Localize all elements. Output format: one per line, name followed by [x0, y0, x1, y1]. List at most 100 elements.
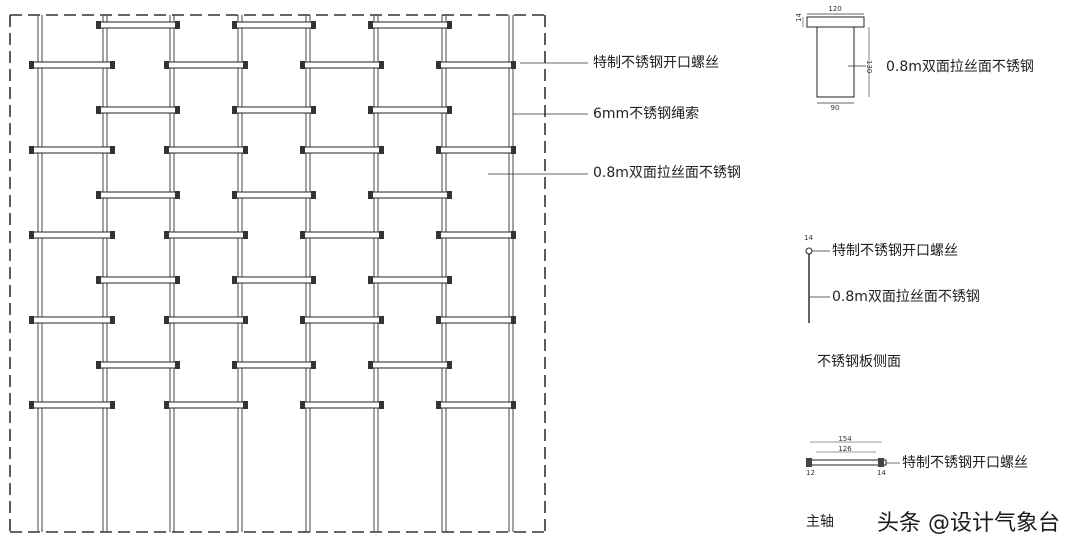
detail-drawings: 120 90 14 130 14 154 126 12 14 — [795, 5, 900, 477]
panel-top-bar — [166, 401, 246, 409]
panel-clamp — [379, 231, 384, 239]
panel-clamp — [243, 316, 248, 324]
top-detail-label: 0.8m双面拉丝面不锈钢 — [886, 59, 1034, 75]
panel-clamp — [164, 61, 169, 69]
top-detail-dim-right: 130 — [865, 60, 873, 73]
panel-clamp — [436, 316, 441, 324]
panel-clamp — [243, 231, 248, 239]
panel-clamp — [164, 316, 169, 324]
panel-clamp — [164, 146, 169, 154]
panel-top-bar — [302, 231, 382, 239]
panel-clamp — [447, 106, 452, 114]
panel-top-bar — [234, 361, 314, 369]
panel-top-bar — [370, 106, 450, 114]
panel-top-bar — [98, 191, 178, 199]
panel-clamp — [232, 191, 237, 199]
panel-clamp — [368, 276, 373, 284]
panel-clamp — [110, 401, 115, 409]
panel-clamp — [368, 191, 373, 199]
panel-clamp — [29, 316, 34, 324]
panel-clamp — [164, 231, 169, 239]
panel-clamp — [311, 276, 316, 284]
panel-clamp — [368, 21, 373, 29]
panel-clamp — [447, 276, 452, 284]
panel-clamp — [232, 106, 237, 114]
panel-clamp — [511, 61, 516, 69]
top-detail-dim-left: 14 — [795, 13, 803, 22]
panel-top-bar — [166, 231, 246, 239]
panel-top-bar — [31, 316, 113, 324]
panel-top-bar — [166, 316, 246, 324]
panel-clamp — [29, 401, 34, 409]
axis-dim-inner: 126 — [838, 445, 852, 453]
panel-clamp — [232, 21, 237, 29]
panel-clamp — [447, 191, 452, 199]
top-detail-dim-top: 120 — [828, 5, 841, 13]
panel-top-bar — [370, 276, 450, 284]
panel-clamp — [300, 146, 305, 154]
axis-caption-partial: 主轴 — [806, 514, 834, 530]
panel-clamp — [110, 231, 115, 239]
panel-top-bar — [234, 276, 314, 284]
panel-clamp — [436, 401, 441, 409]
panel-clamp — [300, 401, 305, 409]
callout-special-screw: 特制不锈钢开口螺丝 — [593, 55, 719, 71]
side-view-dim-top: 14 — [804, 234, 813, 242]
panel-top-bar — [166, 61, 246, 69]
panel-top-bar — [234, 106, 314, 114]
panel-clamp — [368, 106, 373, 114]
panel-clamp — [243, 146, 248, 154]
panel-clamp — [175, 106, 180, 114]
panel-clamp — [447, 361, 452, 369]
panel-clamp — [29, 231, 34, 239]
axis-detail: 154 126 12 14 — [806, 435, 900, 477]
top-detail-dim-bottom: 90 — [831, 104, 840, 112]
top-detail: 120 90 14 130 — [795, 5, 873, 112]
axis-dim-right: 14 — [877, 469, 886, 477]
axis-dim-left: 12 — [806, 469, 815, 477]
panel-top-bar — [302, 146, 382, 154]
panel-clamp — [175, 21, 180, 29]
panel-clamp — [447, 21, 452, 29]
panel-top-bar — [31, 146, 113, 154]
panel-top-bar — [438, 61, 514, 69]
panel-clamp — [96, 361, 101, 369]
panel-clamp — [243, 401, 248, 409]
panel-clamp — [96, 276, 101, 284]
panel-clamp — [29, 146, 34, 154]
panel-top-bar — [438, 401, 514, 409]
panel-clamp — [110, 61, 115, 69]
panel-clamp — [511, 146, 516, 154]
panel-clamp — [232, 361, 237, 369]
panel-top-bar — [98, 361, 178, 369]
panel-clamp — [511, 316, 516, 324]
callout-panel: 0.8m双面拉丝面不锈钢 — [593, 165, 741, 181]
panel-clamp — [436, 146, 441, 154]
panel-top-bar — [234, 191, 314, 199]
panel-top-bar — [234, 21, 314, 29]
panel-elevation — [9, 14, 588, 535]
panel-clamp — [29, 61, 34, 69]
panel-clamp — [96, 21, 101, 29]
panel-top-bar — [438, 231, 514, 239]
panel-top-bar — [438, 146, 514, 154]
panel-top-bar — [302, 401, 382, 409]
side-view: 14 — [804, 234, 830, 323]
axis-dim-outer: 154 — [838, 435, 852, 443]
panel-clamp — [243, 61, 248, 69]
panel-top-bar — [370, 21, 450, 29]
panel-clamp — [300, 61, 305, 69]
panel-clamp — [311, 361, 316, 369]
panel-clamp — [175, 191, 180, 199]
panel-top-bar — [370, 191, 450, 199]
panel-clamp — [379, 61, 384, 69]
panel-clamp — [300, 316, 305, 324]
panel-top-bar — [438, 316, 514, 324]
panel-clamp — [96, 191, 101, 199]
panel-clamp — [96, 106, 101, 114]
panel-clamp — [175, 276, 180, 284]
panel-top-bar — [98, 276, 178, 284]
panel-clamp — [368, 361, 373, 369]
axis-screw-label: 特制不锈钢开口螺丝 — [902, 455, 1028, 471]
panel-clamp — [511, 401, 516, 409]
